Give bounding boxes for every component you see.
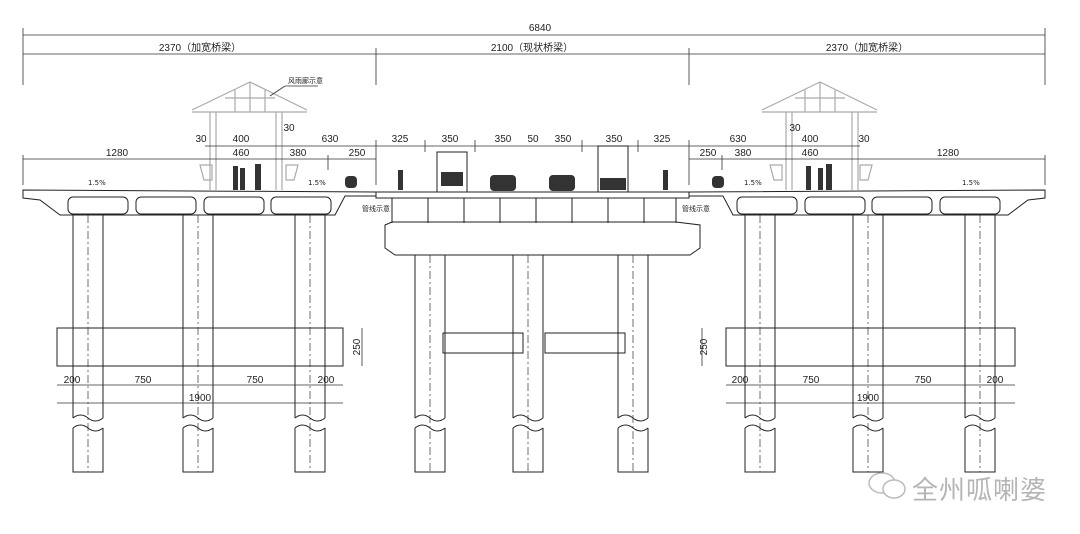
pavilion-right — [761, 81, 878, 190]
dim-text: 460 — [233, 148, 250, 159]
pier-spacing-dims: 200 750 750 200 1900 200 750 750 200 190… — [57, 375, 1015, 404]
dim-text: 1280 — [106, 148, 129, 159]
dim-text: 400 — [802, 134, 819, 145]
dim-text: 325 — [654, 134, 671, 145]
dim-text: 380 — [290, 148, 307, 159]
dim-row-upper: 30 400 30 630 325 350 350 50 350 350 325… — [195, 123, 870, 147]
dim-text: 750 — [803, 375, 820, 386]
slope-label: 1.5% — [744, 179, 762, 187]
slope-label: 1.5% — [88, 179, 106, 187]
dim-text: 750 — [247, 375, 264, 386]
dim-total: 6840 — [529, 23, 552, 34]
dim-text: 630 — [322, 134, 339, 145]
dim-cap-height-left: 250 — [352, 338, 363, 355]
slope-label: 1.5% — [962, 179, 980, 187]
traffic-figures — [233, 145, 832, 193]
dim-text: 350 — [495, 134, 512, 145]
pipeline-label-left: 管线示意 — [362, 204, 390, 213]
dim-text: 1280 — [937, 148, 960, 159]
dim-text: 325 — [392, 134, 409, 145]
dim-left-segment: 2370（加宽桥梁） — [159, 41, 241, 54]
dim-text: 200 — [64, 375, 81, 386]
dim-text: 1900 — [189, 393, 212, 404]
dim-text: 200 — [318, 375, 335, 386]
dim-cap-height-right: 250 — [699, 338, 710, 355]
pavilion-left — [191, 81, 308, 190]
dim-center-segment: 2100（现状桥梁） — [491, 41, 573, 54]
dim-text: 750 — [915, 375, 932, 386]
wechat-icon — [868, 472, 906, 499]
dim-row-lower: 1280 460 380 250 250 380 460 1280 — [22, 140, 1046, 185]
dim-text: 200 — [987, 375, 1004, 386]
dim-right-segment: 2370（加宽桥梁） — [826, 41, 908, 54]
overall-dimension: 6840 — [22, 23, 1046, 85]
dim-text: 750 — [135, 375, 152, 386]
watermark: 全州呱喇婆 — [912, 476, 1048, 506]
dim-text: 50 — [527, 134, 539, 145]
dim-text: 350 — [442, 134, 459, 145]
dim-text: 350 — [555, 134, 572, 145]
pavilion-label: 风雨廊示意 — [288, 76, 323, 85]
dim-text: 30 — [195, 134, 207, 145]
segment-dimensions: 2370（加宽桥梁） 2100（现状桥梁） 2370（加宽桥梁） — [23, 41, 1045, 85]
dim-text: 200 — [732, 375, 749, 386]
dim-text: 630 — [730, 134, 747, 145]
dim-text: 30 — [789, 123, 801, 134]
deck-left — [22, 189, 377, 216]
dim-text: 30 — [283, 123, 295, 134]
dim-text: 30 — [858, 134, 870, 145]
piers — [72, 215, 996, 473]
dim-text: 250 — [700, 148, 717, 159]
pile-caps — [56, 327, 1016, 367]
dim-text: 460 — [802, 148, 819, 159]
dim-text: 250 — [349, 148, 366, 159]
dim-text: 1900 — [857, 393, 880, 404]
deck-right — [688, 189, 1046, 216]
deck-center — [375, 191, 701, 256]
dim-text: 400 — [233, 134, 250, 145]
pipeline-label-right: 管线示意 — [682, 204, 710, 213]
dim-text: 350 — [606, 134, 623, 145]
slope-label: 1.5% — [308, 179, 326, 187]
dim-text: 380 — [735, 148, 752, 159]
